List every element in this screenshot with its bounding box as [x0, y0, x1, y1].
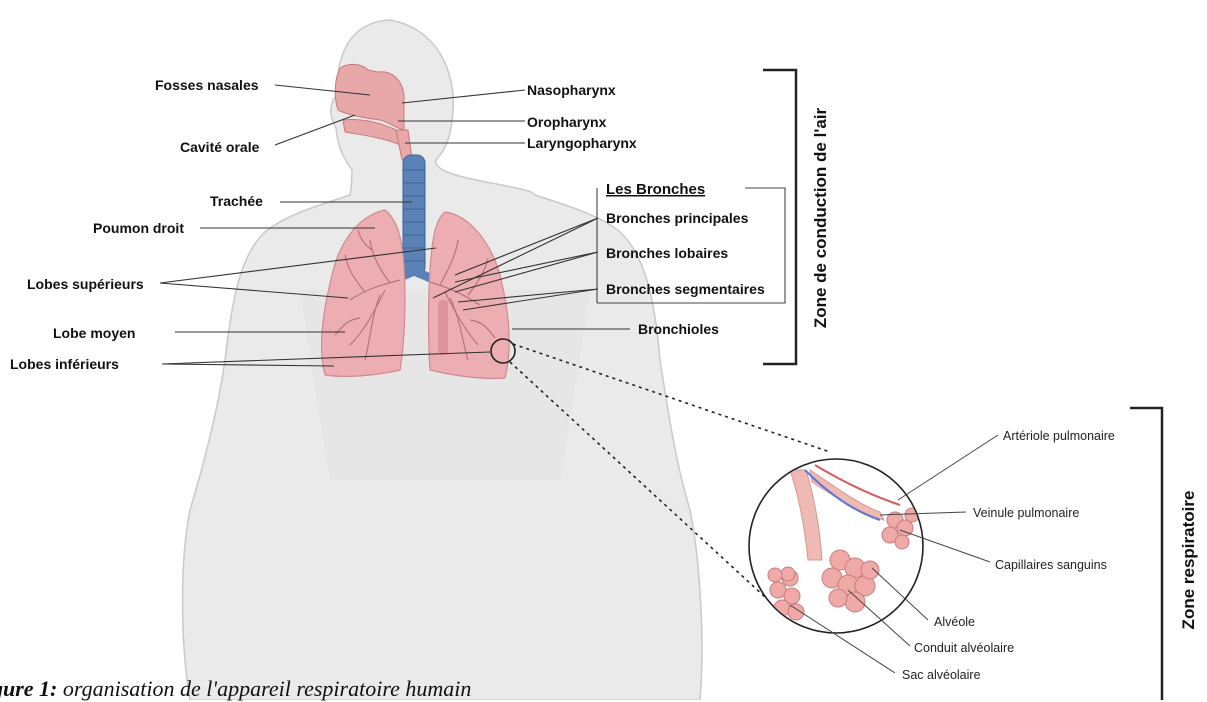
- label-capillaires: Capillaires sanguins: [995, 558, 1107, 572]
- label-bronches-lobaires: Bronches lobaires: [606, 245, 728, 261]
- figure-caption-prefix: gure 1:: [0, 676, 57, 701]
- figure-caption: gure 1: organisation de l'appareil respi…: [0, 676, 471, 702]
- bronches-title: Les Bronches: [606, 181, 705, 198]
- zone-conduction-label: Zone de conduction de l'air: [811, 107, 830, 328]
- label-alveole: Alvéole: [934, 615, 975, 629]
- label-poumon-droit: Poumon droit: [93, 220, 184, 236]
- label-lobes-inferieurs: Lobes inférieurs: [10, 356, 119, 372]
- respiratory-bracket: [1130, 408, 1162, 700]
- label-lobe-moyen: Lobe moyen: [53, 325, 135, 341]
- alveoli-inset: [749, 459, 923, 633]
- zone-respiratoire-label: Zone respiratoire: [1179, 491, 1198, 630]
- label-veinule: Veinule pulmonaire: [973, 506, 1079, 520]
- label-laryngopharynx: Laryngopharynx: [527, 135, 637, 151]
- label-arteriole: Artériole pulmonaire: [1003, 429, 1115, 443]
- label-conduit: Conduit alvéolaire: [914, 641, 1014, 655]
- conduction-bracket: [763, 70, 796, 364]
- label-bronches-segmentaires: Bronches segmentaires: [606, 281, 765, 297]
- label-nasopharynx: Nasopharynx: [527, 82, 616, 98]
- label-trachee: Trachée: [210, 193, 263, 209]
- label-oropharynx: Oropharynx: [527, 114, 607, 130]
- label-bronches-principales: Bronches principales: [606, 210, 749, 226]
- label-lobes-superieurs: Lobes supérieurs: [27, 276, 144, 292]
- label-sac: Sac alvéolaire: [902, 668, 981, 682]
- label-cavite-orale: Cavité orale: [180, 139, 260, 155]
- label-bronchioles: Bronchioles: [638, 321, 719, 337]
- label-fosses-nasales: Fosses nasales: [155, 77, 259, 93]
- figure-caption-text: organisation de l'appareil respiratoire …: [57, 676, 471, 701]
